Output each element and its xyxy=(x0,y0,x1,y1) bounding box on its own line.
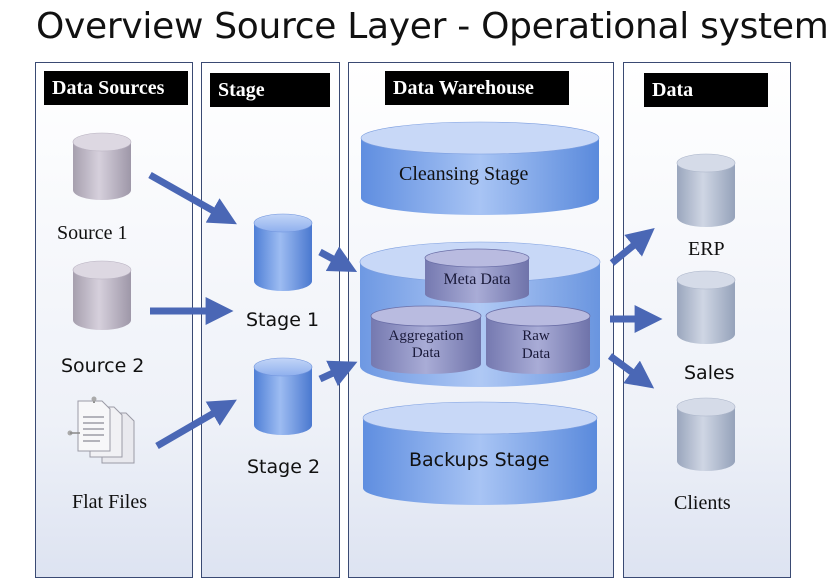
meta-data-label: Meta Data xyxy=(443,271,511,288)
arrow-flatfiles-to-stage2 xyxy=(155,399,237,450)
aggregation-data-label: Aggregation Data xyxy=(370,328,482,362)
source-2-label: Source 2 xyxy=(61,355,145,377)
flat-files-icon xyxy=(67,396,135,464)
erp-label: ERP xyxy=(688,238,725,260)
stage-2-cylinder xyxy=(253,357,313,435)
raw-data-label: Raw Data xyxy=(485,327,587,363)
raw-data-cylinder xyxy=(485,305,591,374)
arrow-source1-to-stage1 xyxy=(148,171,237,225)
page-title: Overview Source Layer - Operational syst… xyxy=(36,6,830,47)
clients-label: Clients xyxy=(674,492,731,514)
meta-data-cylinder xyxy=(424,248,530,303)
backups-stage-cylinder xyxy=(362,401,598,505)
stage-1-label: Stage 1 xyxy=(246,309,320,331)
stage-header: Stage xyxy=(210,73,330,107)
raw-label-line1: Raw xyxy=(522,328,550,344)
source-1-label: Source 1 xyxy=(57,222,128,244)
data-sources-header: Data Sources xyxy=(44,71,188,105)
cleansing-stage-cylinder xyxy=(360,121,600,215)
clients-cylinder xyxy=(676,397,736,471)
raw-label-line2: Data xyxy=(521,346,551,362)
source-1-cylinder xyxy=(72,132,132,200)
erp-cylinder xyxy=(676,153,736,227)
data-marts-header: Data xyxy=(644,73,768,107)
source-2-cylinder xyxy=(72,260,132,330)
data-warehouse-header: Data Warehouse xyxy=(385,71,569,105)
stage-1-cylinder xyxy=(253,213,313,291)
sales-label: Sales xyxy=(684,362,735,384)
sales-cylinder xyxy=(676,270,736,344)
aggregation-label-line1: Aggregation xyxy=(388,328,464,344)
backups-stage-label: Backups Stage xyxy=(409,449,550,471)
flat-files-label: Flat Files xyxy=(72,491,148,513)
cleansing-stage-label: Cleansing Stage xyxy=(399,163,529,185)
arrow-stage1-to-warehouse xyxy=(318,246,358,272)
arrow-warehouse-to-clients xyxy=(607,353,655,389)
aggregation-data-cylinder xyxy=(370,305,482,374)
aggregation-label-line2: Data xyxy=(411,345,441,361)
arrow-stage2-to-warehouse xyxy=(318,360,358,387)
stage-2-label: Stage 2 xyxy=(247,456,321,478)
arrow-warehouse-to-erp xyxy=(609,228,655,266)
